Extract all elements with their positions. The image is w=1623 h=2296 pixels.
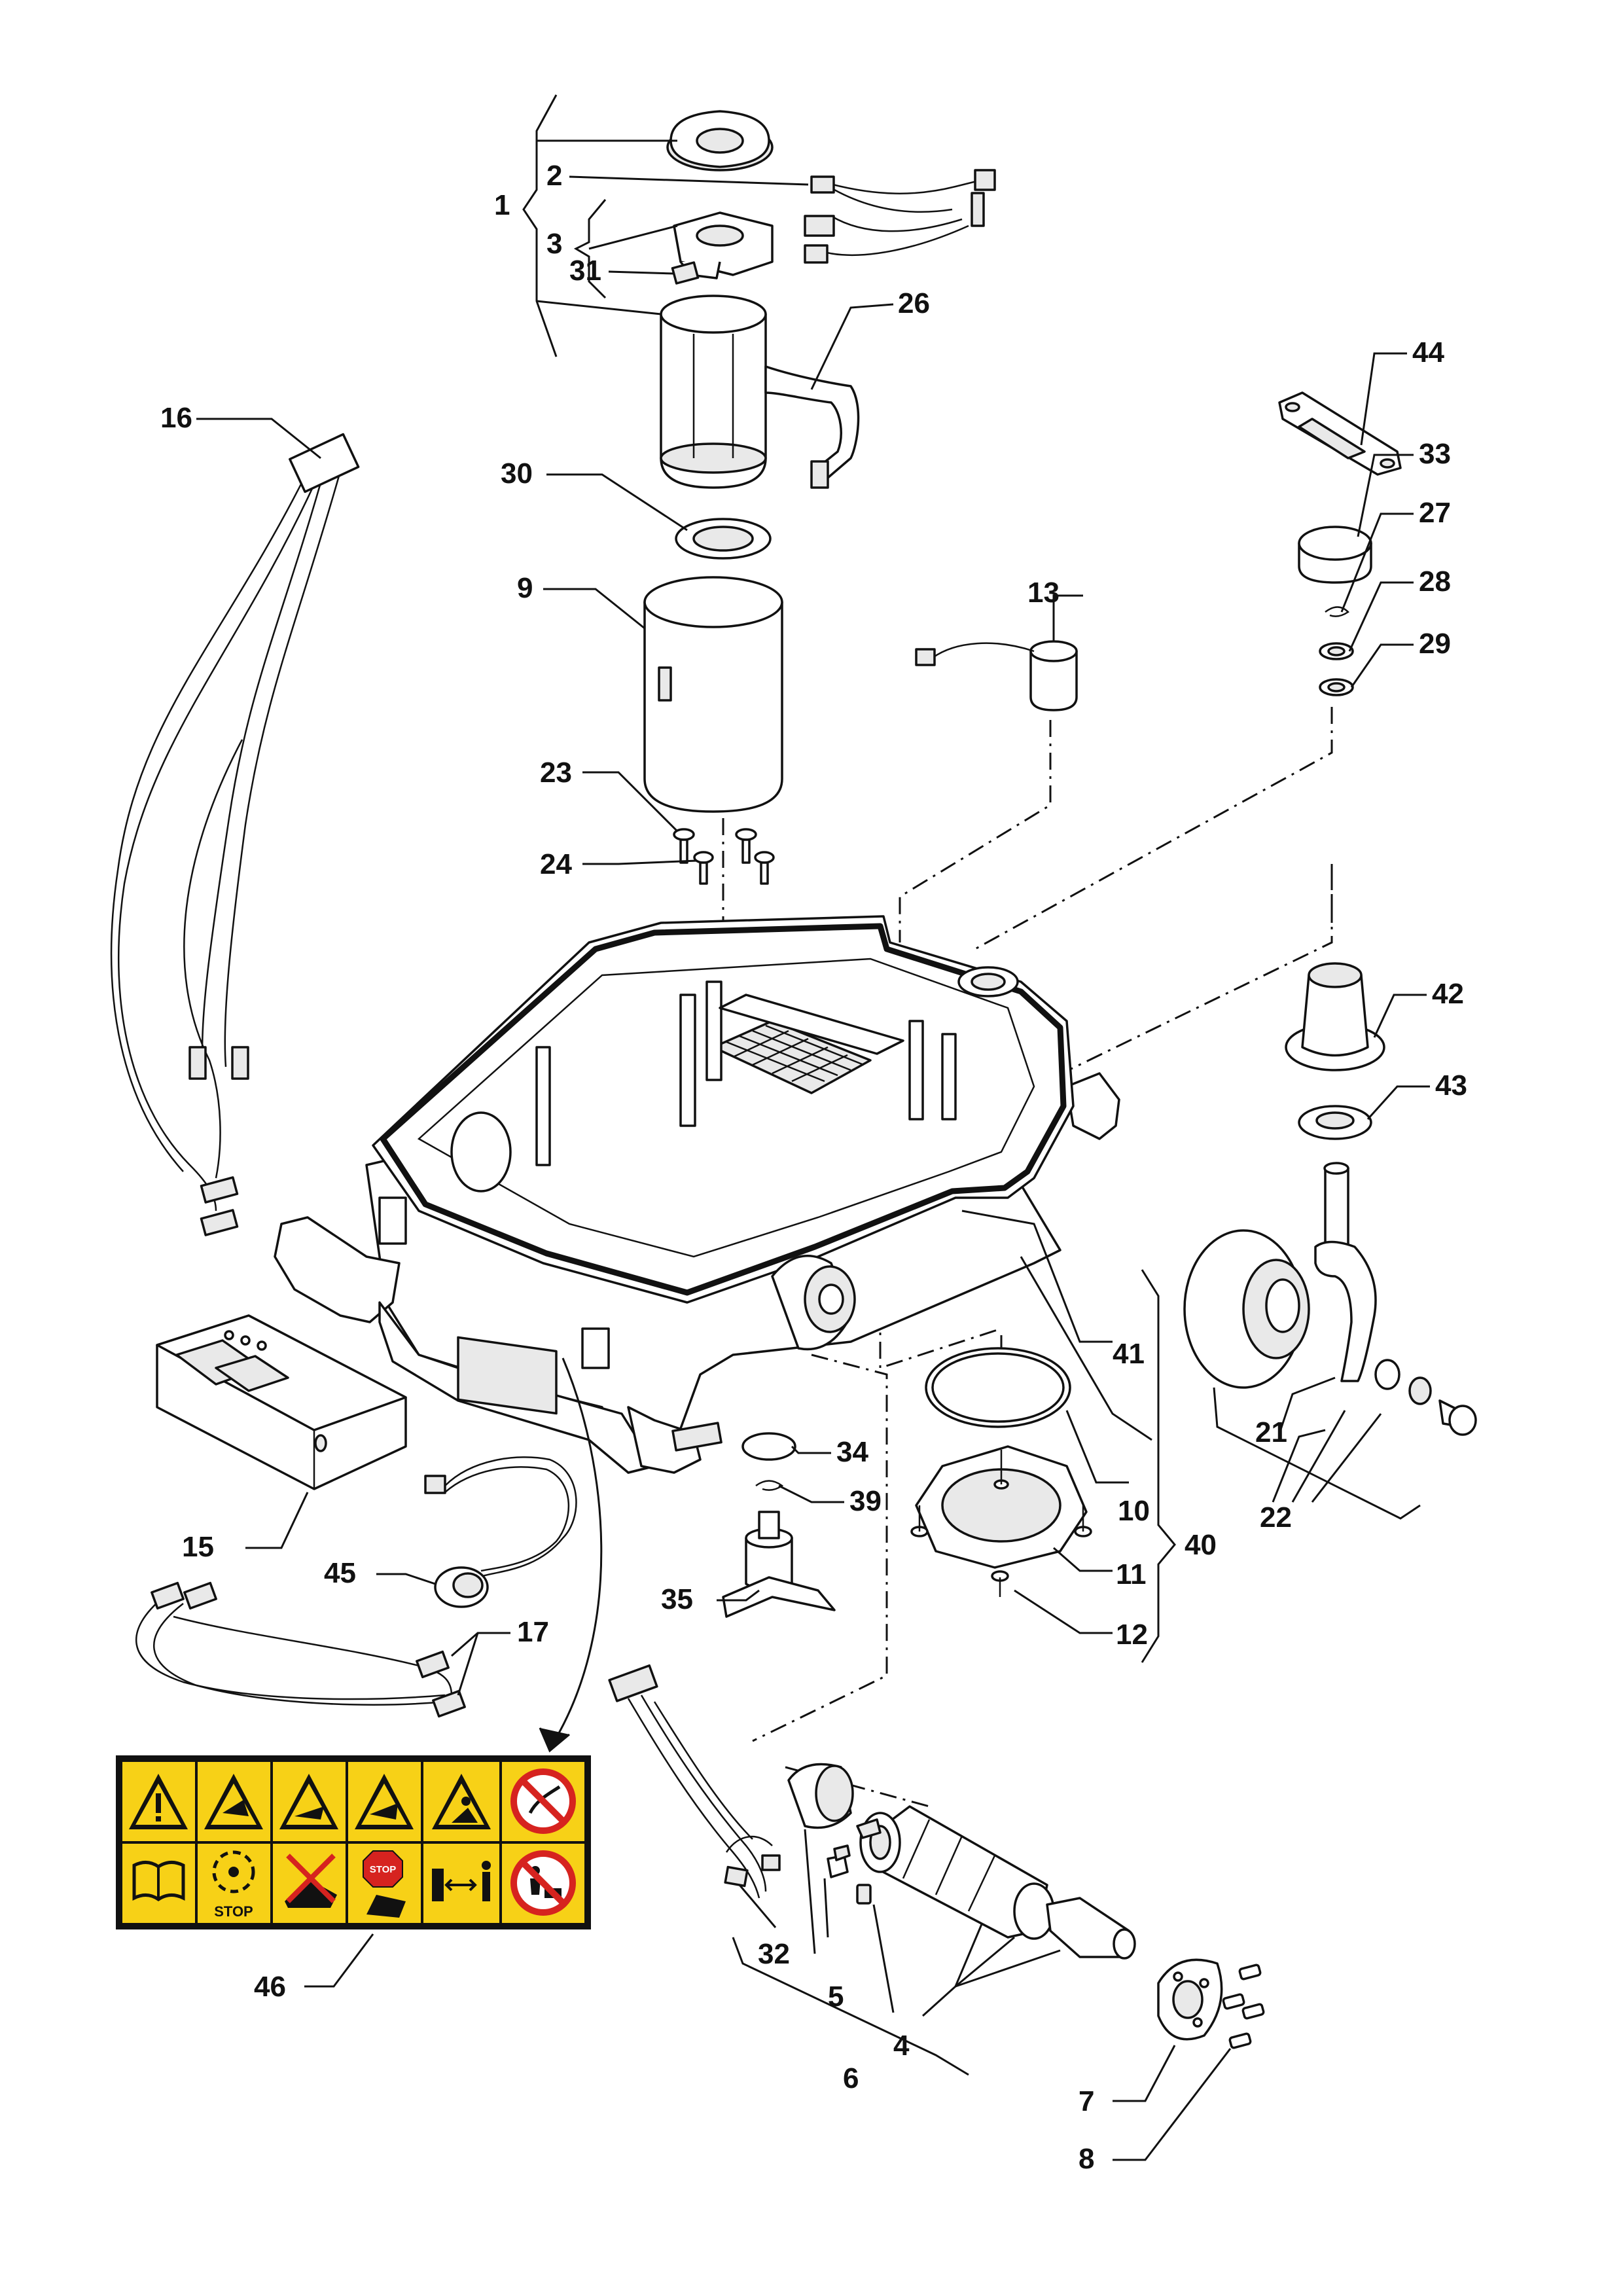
callout-3: 3 [546,228,562,260]
callout-42: 42 [1432,978,1464,1010]
callout-26: 26 [898,287,930,319]
callout-32: 32 [758,1938,790,1970]
part-9-cylinder [643,576,783,813]
callout-43: 43 [1435,1069,1467,1102]
callout-5: 5 [828,1981,844,2013]
callout-2: 2 [546,160,562,192]
stop-text: STOP [214,1903,253,1920]
callout-35: 35 [661,1583,693,1615]
part-17-cable [135,1581,466,1718]
part-7-disc [1157,1958,1223,2041]
callout-27: 27 [1419,497,1451,529]
part-32-wire-harness [608,1664,781,1899]
part-39-clip [755,1480,784,1491]
callout-40: 40 [1185,1529,1217,1561]
callout-23: 23 [540,757,572,789]
part-43-seal [1298,1105,1372,1140]
callout-7: 7 [1079,2085,1094,2117]
callout-28: 28 [1419,565,1451,598]
label-arrow [539,1357,603,1753]
part-8-screws [1222,1964,1265,2049]
callout-41: 41 [1113,1338,1145,1370]
part-27-28-29-washers [1319,606,1354,696]
part-10-gasket [925,1347,1071,1428]
part-1-cover-assembly [660,110,996,489]
callout-15: 15 [182,1531,214,1563]
callout-44: 44 [1412,336,1444,368]
part-16-harness [110,433,360,1236]
callout-12: 12 [1116,1619,1148,1651]
part-5-connector [827,1844,851,1878]
part-13-sensor [915,640,1078,711]
callout-11: 11 [1116,1558,1147,1590]
callout-4: 4 [893,2030,910,2062]
callout-10: 10 [1118,1495,1150,1527]
part-34-oring [741,1432,796,1461]
part-23-24-screws [673,828,775,885]
part-15-battery [156,1314,407,1490]
part-11-plate [915,1445,1088,1569]
callout-21: 21 [1255,1416,1287,1448]
callout-45: 45 [324,1557,356,1589]
callout-24: 24 [540,848,572,880]
callout-46: 46 [254,1971,286,2003]
callout-8: 8 [1079,2143,1094,2175]
part-21-front-wheel [1183,1162,1477,1436]
callout-labels: 1 2 3 31 26 16 30 9 13 44 33 27 28 29 23… [160,160,1467,2175]
callout-30: 30 [501,457,533,490]
part-33-cap [1298,526,1372,584]
callout-1: 1 [494,189,510,221]
chassis-main-body [274,915,1120,1474]
part-35-blade-holder [722,1511,836,1618]
part-11-screws [910,1505,1092,1537]
callout-17: 17 [517,1616,549,1648]
part-4-connector [856,1884,872,1905]
part-30-ring [675,518,772,560]
callout-9: 9 [517,572,533,604]
leader-lines [196,139,1430,2161]
stop-sign-text: STOP [370,1864,397,1875]
part-6-motor-assembly [787,1763,1136,1960]
callout-29: 29 [1419,628,1451,660]
part-45-charging-socket [424,1456,577,1608]
warning-sticker: STOP STOP [116,1755,591,1929]
part-42-housing [1285,962,1385,1071]
callout-6: 6 [843,2062,859,2094]
callout-39: 39 [849,1485,882,1517]
callout-22: 22 [1260,1501,1292,1534]
callout-13: 13 [1027,577,1060,609]
callout-31: 31 [569,255,601,287]
callout-16: 16 [160,402,192,434]
part-12-screw [991,1570,1009,1597]
part-44-plate [1278,391,1402,476]
rear-hub [771,1255,856,1351]
callout-34: 34 [836,1436,868,1468]
callout-33: 33 [1419,438,1451,470]
